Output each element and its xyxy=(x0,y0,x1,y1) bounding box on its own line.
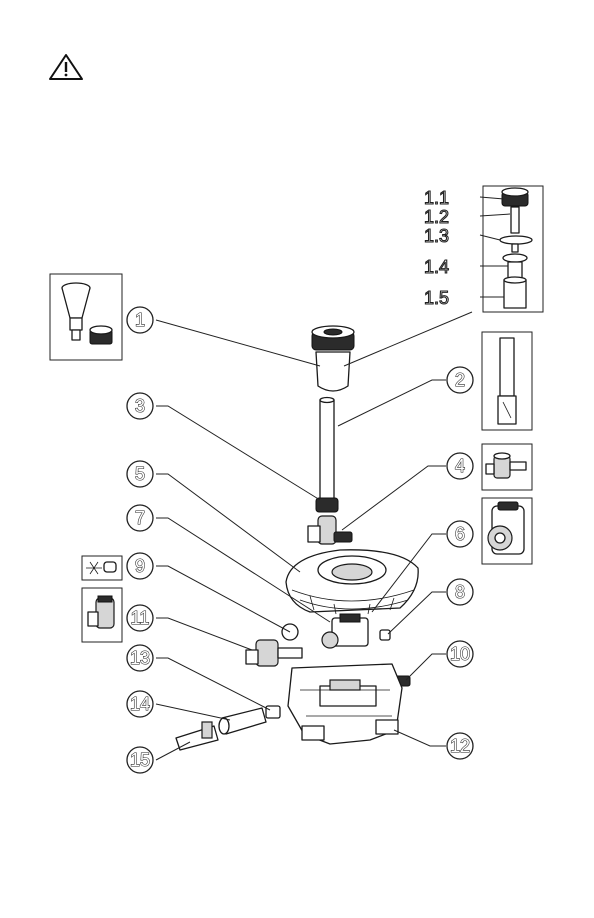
inset-tube xyxy=(482,332,532,430)
inset-small-part xyxy=(82,556,122,580)
callout-10: 10 xyxy=(447,641,473,667)
callout-label: 9 xyxy=(135,556,145,576)
inset-nozzle-parts xyxy=(50,274,122,360)
callout-label: 12 xyxy=(450,736,470,756)
part-lid xyxy=(286,550,418,614)
part-inlet xyxy=(176,706,280,750)
sub-callout-1-2: 1.2 xyxy=(424,207,449,227)
callout-2: 2 xyxy=(447,367,473,393)
callout-8: 8 xyxy=(447,579,473,605)
part-nozzle xyxy=(312,326,354,391)
callout-label: 2 xyxy=(455,370,465,390)
callout-label: 14 xyxy=(130,694,150,714)
sub-callout-1-5: 1.5 xyxy=(424,288,449,308)
part-pump xyxy=(322,614,368,648)
part-tube xyxy=(316,398,338,513)
sub-callout-1-1: 1.1 xyxy=(424,188,449,208)
inset-elbow xyxy=(82,588,122,642)
callout-label: 7 xyxy=(135,508,145,528)
inset-pump xyxy=(482,498,532,564)
callout-12: 12 xyxy=(447,733,473,759)
warning-triangle-icon xyxy=(50,55,82,79)
callout-label: 3 xyxy=(135,396,145,416)
inset-nozzle-exploded xyxy=(483,186,543,312)
callout-1: 1 xyxy=(127,307,153,333)
callout-14: 14 xyxy=(127,691,153,717)
callout-6: 6 xyxy=(447,521,473,547)
part-valve xyxy=(308,516,352,544)
sub-callout-1-3: 1.3 xyxy=(424,226,449,246)
callout-label: 4 xyxy=(455,456,465,476)
callout-15: 15 xyxy=(127,747,153,773)
callout-4: 4 xyxy=(447,453,473,479)
sub-callout-1-4: 1.4 xyxy=(424,257,449,277)
callout-13: 13 xyxy=(127,645,153,671)
callout-7: 7 xyxy=(127,505,153,531)
callout-label: 1 xyxy=(135,310,145,330)
callout-label: 15 xyxy=(130,750,150,770)
callout-label: 10 xyxy=(450,644,470,664)
callout-label: 11 xyxy=(131,608,150,628)
callout-3: 3 xyxy=(127,393,153,419)
callout-11: 11 xyxy=(127,605,153,631)
callout-9: 9 xyxy=(127,553,153,579)
callout-label: 6 xyxy=(455,524,465,544)
part-base xyxy=(288,664,402,744)
callout-5: 5 xyxy=(127,461,153,487)
callout-label: 8 xyxy=(455,582,465,602)
callout-label: 5 xyxy=(135,464,145,484)
inset-valve xyxy=(482,444,532,490)
callout-label: 13 xyxy=(130,648,150,668)
